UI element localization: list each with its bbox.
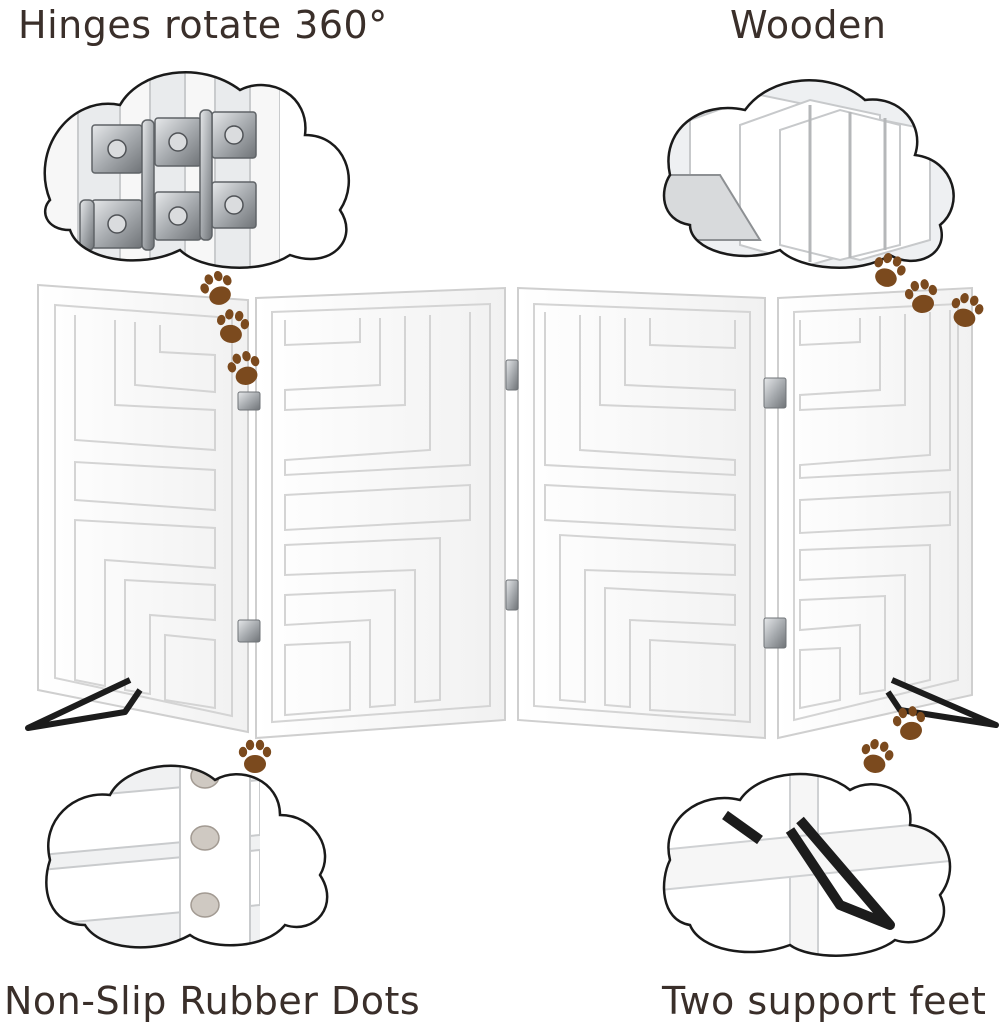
hinges-caption: Hinges rotate 360° — [18, 3, 388, 47]
hinge — [237, 359, 787, 649]
paw-print-icon — [238, 739, 272, 773]
paw-print-icon — [216, 309, 250, 343]
paw-print-icon — [874, 252, 906, 287]
support-feet-caption: Two support feet — [662, 979, 987, 1023]
paw-print-icon — [892, 706, 926, 740]
paw-print-icon — [200, 270, 232, 305]
cloud-callout-wooden — [662, 79, 955, 269]
gate-panel-3 — [517, 286, 766, 740]
cloud-callout-rubber-dots — [45, 764, 329, 949]
gate-panel-2 — [255, 286, 506, 740]
wooden-caption: Wooden — [730, 3, 887, 47]
gate-panel-1 — [37, 283, 249, 734]
paw-print-icon — [904, 279, 938, 313]
paw-print-icon — [227, 351, 260, 385]
support-foot — [25, 677, 999, 731]
paw-print-icon — [951, 293, 984, 327]
cloud-callout-support-feet — [662, 772, 952, 957]
paw-print-icon — [861, 739, 894, 773]
gate-panel-4 — [777, 286, 973, 740]
rubber-dots-caption: Non-Slip Rubber Dots — [4, 979, 421, 1023]
cloud-callout-hinges — [43, 71, 350, 269]
